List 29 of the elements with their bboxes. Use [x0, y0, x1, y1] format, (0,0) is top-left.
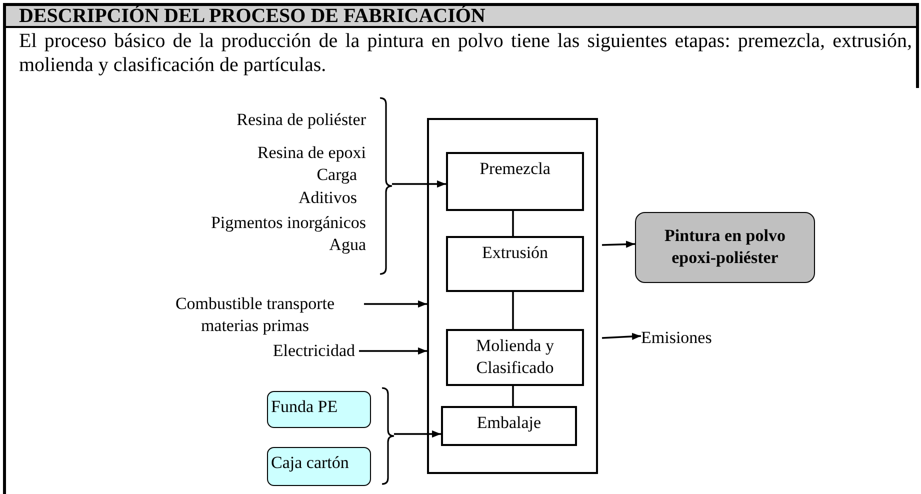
arrow	[364, 300, 427, 308]
input-label: Combustible transporte materias primas	[150, 293, 360, 337]
arrow	[602, 240, 636, 248]
arrow	[394, 430, 441, 438]
input-label: Resina de epoxi	[257, 142, 366, 164]
process-box: Premezcla	[446, 152, 584, 211]
packaging-group	[265, 386, 394, 486]
connector-line	[512, 386, 514, 406]
process-frame	[427, 118, 598, 474]
input-label: Resina de poliéster	[236, 109, 366, 131]
arrow	[359, 347, 427, 355]
process-box: Extrusión	[446, 236, 584, 292]
process-box: Embalaje	[441, 406, 577, 446]
process-box: Molienda y Clasificado	[446, 329, 584, 386]
input-label: Electricidad	[272, 340, 355, 362]
input-label: Carga	[316, 164, 357, 186]
material-box: Caja cartón	[267, 447, 371, 486]
description-paragraph: El proceso básico de la producción de la pintura en polvo tiene las siguientes etapas: premezcla, extrusión, molienda y clasificación de partículas.	[3, 28, 919, 88]
input-label: Agua	[329, 234, 366, 256]
input-label: Aditivos	[298, 187, 357, 209]
output-label: Emisiones	[641, 327, 712, 349]
section-heading: DESCRIPCIÓN DEL PROCESO DE FABRICACIÓN	[3, 3, 919, 28]
arrow	[392, 180, 446, 188]
product-box: Pintura en polvo epoxi-poliéster	[635, 212, 815, 283]
input-label: Pigmentos inorgánicos	[210, 212, 366, 234]
connector-line	[512, 292, 514, 329]
arrow	[602, 332, 642, 340]
connector-line	[512, 211, 514, 236]
material-box: Funda PE	[267, 391, 371, 428]
